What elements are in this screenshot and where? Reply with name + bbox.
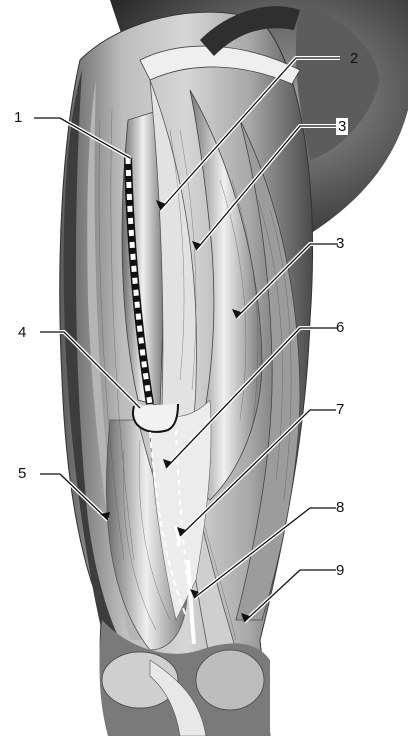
arrowheads bbox=[100, 200, 250, 622]
label-9: 9 bbox=[336, 562, 345, 579]
vessel-stub bbox=[174, 525, 181, 547]
origin-tendons bbox=[139, 45, 301, 85]
label-3-lower: 3 bbox=[336, 235, 345, 252]
knee-tendons bbox=[149, 659, 207, 736]
label-2: 2 bbox=[350, 50, 359, 67]
dashed-line-medial bbox=[175, 429, 191, 601]
dashed-line-lateral bbox=[149, 431, 187, 617]
muscle-striations bbox=[98, 109, 292, 641]
label-6: 6 bbox=[336, 319, 345, 336]
label-5: 5 bbox=[18, 465, 27, 482]
label-3-upper: 3 bbox=[336, 118, 349, 135]
lateral-band-outer bbox=[63, 70, 120, 640]
medial-condyle bbox=[195, 649, 265, 711]
checker-incision-white bbox=[125, 157, 153, 405]
surgical-markings bbox=[124, 157, 196, 645]
label-8: 8 bbox=[336, 499, 345, 516]
label-4: 4 bbox=[18, 324, 27, 341]
label-1: 1 bbox=[14, 109, 23, 126]
nerve-white bbox=[186, 559, 196, 645]
label-7: 7 bbox=[336, 401, 345, 418]
leader-lines bbox=[34, 56, 340, 624]
dashed-incision-4 bbox=[132, 403, 179, 433]
hip-tendon-dark bbox=[200, 6, 300, 56]
sacral-region bbox=[295, 0, 380, 160]
